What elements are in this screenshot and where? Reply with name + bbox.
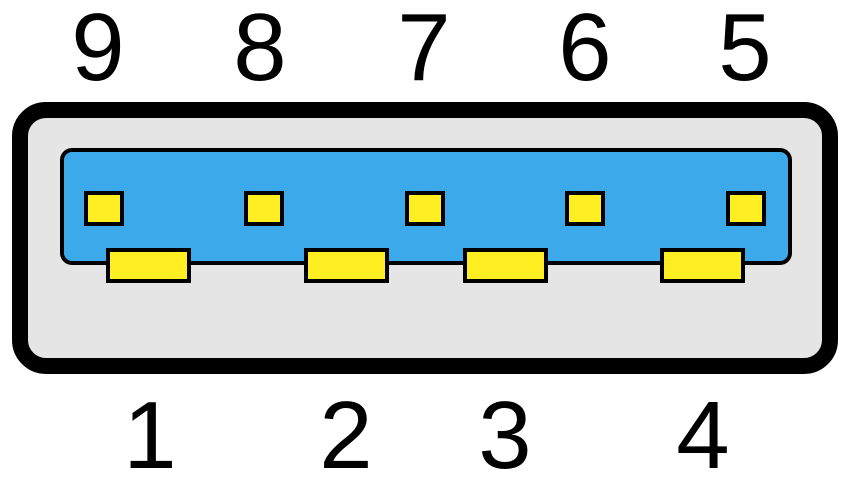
contact-pin-4 [660, 248, 745, 283]
pin-label-2: 2 [319, 382, 372, 479]
contact-pin-7 [405, 191, 445, 226]
pin-label-6: 6 [558, 0, 611, 101]
pin-label-3: 3 [478, 382, 531, 479]
pin-label-5: 5 [718, 0, 771, 101]
contact-pin-6 [565, 191, 605, 226]
pin-label-7: 7 [397, 0, 450, 101]
pin-label-4: 4 [676, 382, 729, 479]
contact-pin-3 [463, 248, 548, 283]
pin-label-9: 9 [71, 0, 124, 101]
pin-label-1: 1 [123, 382, 176, 479]
contact-pin-9 [84, 191, 124, 226]
contact-pin-5 [726, 191, 766, 226]
contact-pin-2 [304, 248, 389, 283]
pin-label-8: 8 [233, 0, 286, 101]
contact-pin-8 [244, 191, 284, 226]
contact-pin-1 [106, 248, 191, 283]
